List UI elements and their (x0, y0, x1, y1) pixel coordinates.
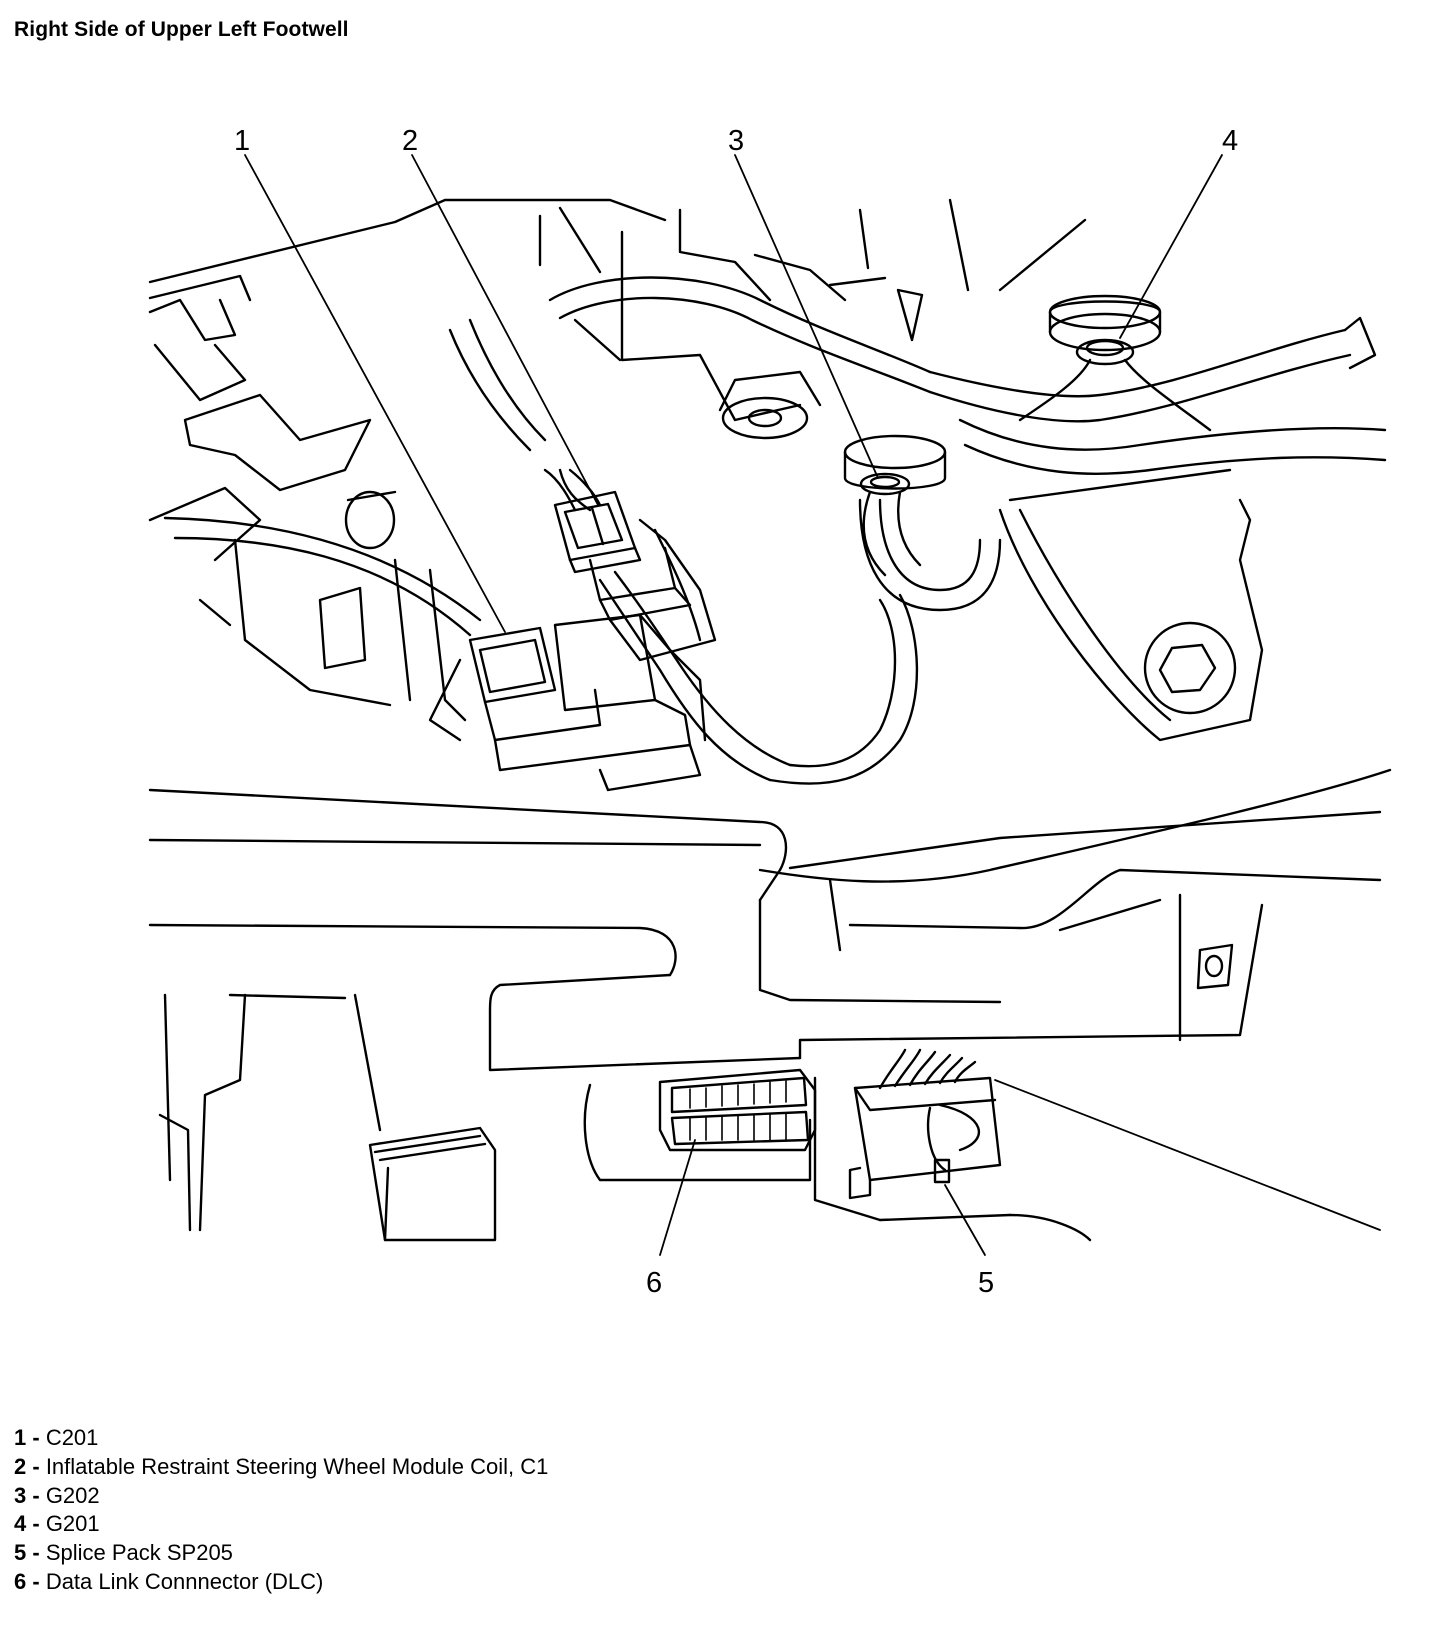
legend-number: 1 (14, 1425, 27, 1450)
upper-dash-structure (148, 198, 1087, 562)
callout-number-3: 3 (728, 125, 744, 157)
leader-lines (244, 154, 1381, 1256)
legend-label: Splice Pack SP205 (45, 1540, 233, 1566)
callout-legend: 1 - C201 2 - Inflatable Restraint Steeri… (14, 1424, 548, 1597)
legend-item-2: 2 - Inflatable Restraint Steering Wheel … (14, 1453, 548, 1482)
legend-separator: - (26, 1568, 46, 1594)
g202-ground-stud (843, 434, 947, 577)
lower-left-panels (158, 993, 497, 1242)
legend-separator: - (26, 1540, 46, 1566)
leader-line-2 (411, 154, 599, 506)
leader-line-5b (994, 1079, 1381, 1231)
coil-c1-connector (543, 468, 717, 662)
splice-pack-sp205 (848, 1048, 1002, 1200)
legend-number: 6 (14, 1568, 27, 1594)
callout-number-2: 2 (402, 125, 418, 157)
knee-bolster-panel (148, 768, 1392, 1072)
legend-separator: - (26, 1511, 46, 1537)
callout-number-1: 1 (234, 125, 250, 157)
footwell-diagram: 1 2 3 4 5 6 (148, 125, 1392, 1299)
data-link-connector (658, 1068, 817, 1152)
footwell-line-drawing: 1 2 3 4 5 6 (148, 125, 1392, 1299)
legend-label: C201 (45, 1425, 99, 1450)
legend-item-1: 1 - C201 (14, 1424, 548, 1453)
leader-line-6 (659, 1139, 696, 1256)
legend-label: Inflatable Restraint Steering Wheel Modu… (45, 1453, 549, 1479)
legend-label: G202 (45, 1482, 100, 1508)
callout-number-6: 6 (646, 1267, 662, 1299)
legend-item-4: 4 - G201 (14, 1510, 548, 1539)
legend-label: G201 (45, 1511, 100, 1537)
legend-separator: - (26, 1425, 46, 1450)
legend-number: 4 (14, 1511, 27, 1537)
legend-label: Data Link Connnector (DLC) (45, 1568, 324, 1594)
page-title: Right Side of Upper Left Footwell (14, 18, 349, 41)
legend-number: 2 (14, 1453, 27, 1479)
legend-separator: - (26, 1482, 46, 1508)
legend-item-6: 6 - Data Link Connnector (DLC) (14, 1568, 548, 1597)
leader-line-3 (734, 154, 879, 479)
legend-separator: - (26, 1453, 46, 1479)
legend-number: 3 (14, 1482, 27, 1508)
leader-line-5 (944, 1184, 986, 1256)
g201-ground-stud (1018, 294, 1212, 432)
leader-line-1 (244, 154, 506, 633)
legend-item-3: 3 - G202 (14, 1482, 548, 1511)
callout-number-4: 4 (1222, 125, 1238, 157)
leader-line-4 (1119, 154, 1223, 339)
legend-item-5: 5 - Splice Pack SP205 (14, 1539, 548, 1568)
c201-connector (198, 490, 707, 792)
right-bracket (998, 498, 1264, 742)
wiring-harness (163, 276, 1387, 785)
callout-number-5: 5 (978, 1267, 994, 1299)
legend-number: 5 (14, 1540, 27, 1566)
